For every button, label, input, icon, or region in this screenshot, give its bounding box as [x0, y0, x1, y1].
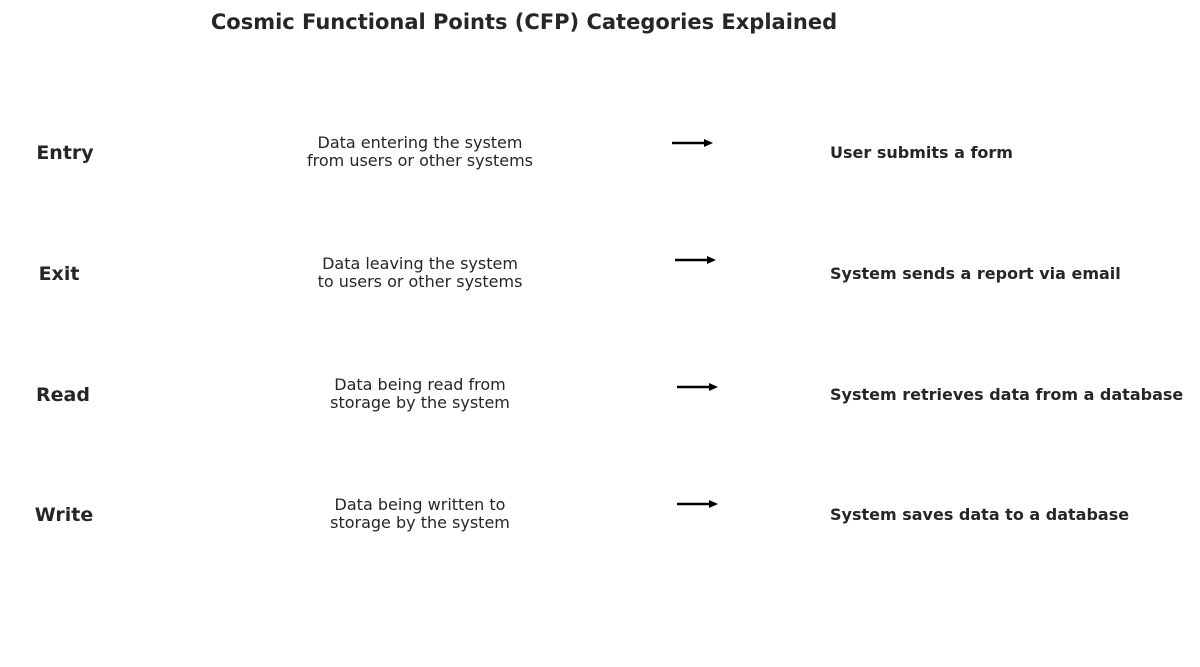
category-example: System sends a report via email — [830, 264, 1121, 283]
category-label: Exit — [38, 263, 80, 285]
category-row-write: Write Data being written to storage by t… — [0, 485, 1200, 545]
category-description: Data being written to storage by the sys… — [330, 495, 510, 532]
category-description: Data being read from storage by the syst… — [330, 375, 510, 412]
category-description: Data leaving the system to users or othe… — [317, 254, 523, 291]
right-arrow-icon — [677, 500, 718, 508]
category-example: User submits a form — [830, 143, 1013, 162]
category-label: Read — [36, 384, 90, 406]
category-row-entry: Entry Data entering the system from user… — [0, 123, 1200, 183]
category-label: Write — [34, 504, 94, 526]
category-label: Entry — [36, 142, 94, 164]
category-example: System saves data to a database — [830, 505, 1130, 524]
diagram-title: Cosmic Functional Points (CFP) Categorie… — [210, 10, 838, 34]
category-row-read: Read Data being read from storage by the… — [0, 365, 1200, 425]
category-description: Data entering the system from users or o… — [307, 133, 533, 170]
right-arrow-icon — [675, 256, 716, 264]
right-arrow-icon — [677, 383, 718, 391]
category-example: System retrieves data from a database — [830, 385, 1184, 404]
right-arrow-icon — [672, 139, 713, 147]
category-row-exit: Exit Data leaving the system to users or… — [0, 244, 1200, 304]
